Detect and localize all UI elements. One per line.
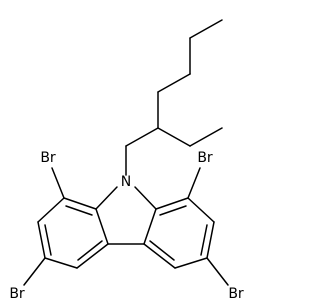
- bond-butyl-4: [189, 19, 223, 39]
- bond-r3-double: [200, 224, 208, 256]
- bond-r5: [143, 243, 176, 269]
- bond-c8-br: [187, 167, 201, 199]
- bond-r2: [187, 197, 215, 223]
- bond-n-c8a: [134, 186, 157, 210]
- bond-l2: [37, 197, 65, 223]
- bond-c1-br: [51, 167, 65, 199]
- bond-ch-ethyl1: [157, 127, 191, 147]
- bromine-label-top-right: Br: [197, 150, 213, 166]
- left-benzene-ring: [37, 197, 109, 269]
- bromine-label-bottom-right: Br: [228, 286, 244, 302]
- bond-l3: [37, 221, 46, 259]
- bond-l5: [76, 243, 109, 269]
- bond-l1-double: [65, 205, 93, 216]
- bond-r5-double: [149, 240, 175, 261]
- bond-c9a-c4a: [95, 208, 109, 245]
- bond-l1: [63, 197, 97, 210]
- right-benzene-ring: [143, 197, 215, 269]
- bond-ethyl-end: [189, 127, 223, 147]
- bromine-label-top-left: Br: [40, 150, 56, 166]
- bond-r3: [206, 221, 215, 259]
- bond-l3-double: [44, 224, 52, 256]
- bond-n-c9a: [95, 186, 118, 210]
- bond-butyl-2: [157, 73, 191, 93]
- molecule-structure: N Br Br Br Br: [9, 19, 244, 302]
- bond-r1: [155, 197, 189, 210]
- bromine-bonds: [23, 167, 229, 286]
- alkyl-chain: [125, 19, 223, 176]
- bromine-label-bottom-left: Br: [9, 286, 25, 302]
- bond-r1-double: [159, 205, 187, 216]
- bond-l4: [44, 257, 78, 269]
- bond-ch2-ch: [125, 127, 159, 147]
- pyrrole-ring: [95, 186, 157, 245]
- bond-r4: [174, 257, 208, 269]
- bond-c8a-c4b: [143, 208, 157, 245]
- nitrogen-label: N: [121, 174, 131, 190]
- bond-c3-br: [23, 257, 46, 286]
- bond-c6-br: [206, 257, 229, 286]
- bond-l5-double: [77, 240, 103, 261]
